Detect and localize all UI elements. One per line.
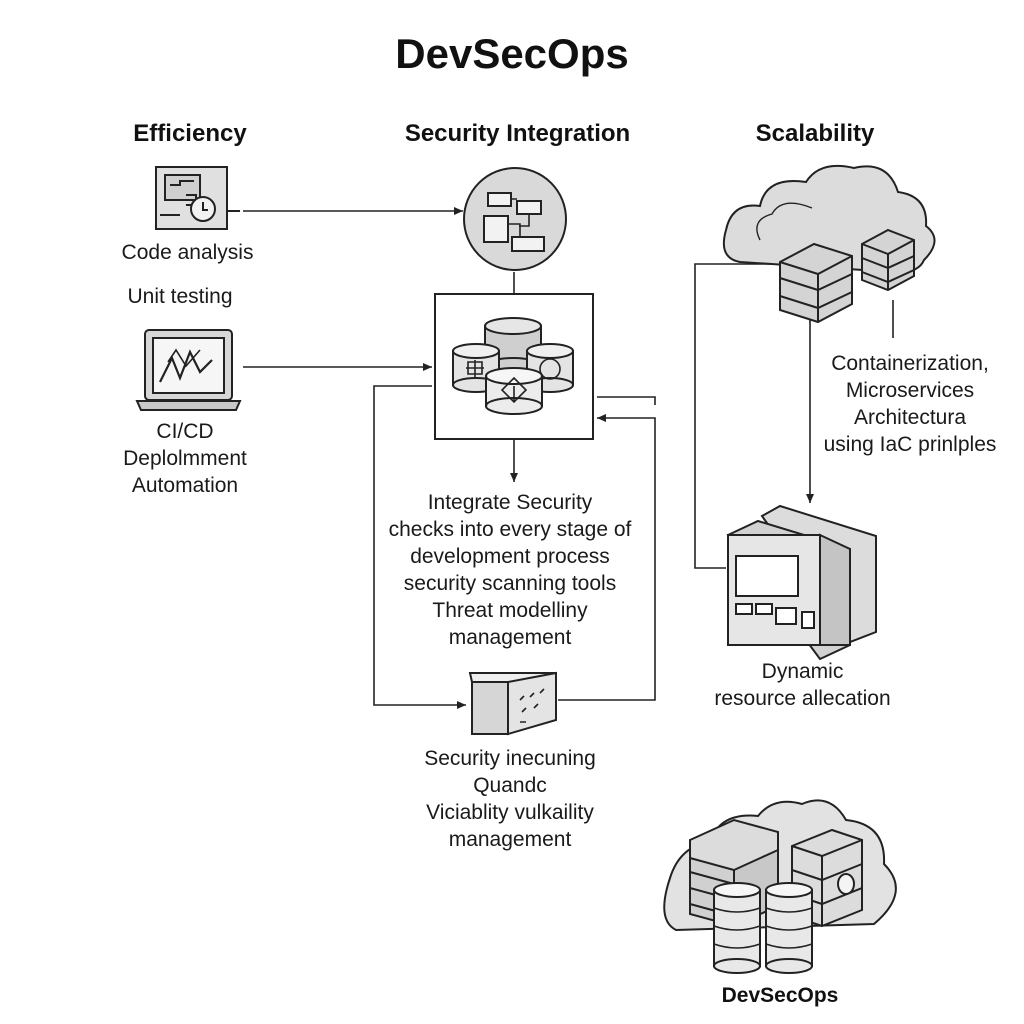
label-cicd: CI/CD Deplolmment Automation	[100, 418, 270, 499]
page-title: DevSecOps	[395, 30, 629, 77]
cloud-servers-icon	[722, 164, 936, 324]
security-description-line: management	[448, 626, 572, 649]
label-unit-testing: Unit testing	[127, 285, 233, 308]
security-bottom-line: Quandc	[473, 774, 547, 797]
security-bottom-line: Viciablity vulkaility	[426, 801, 594, 824]
security-description-line: checks into every stage of	[388, 518, 632, 541]
label-containerization: Containerization, Microservices Architec…	[800, 350, 1020, 458]
security-description-line: Integrate Security	[427, 491, 593, 514]
security-description: Integrate Security checks into every sta…	[360, 489, 660, 651]
label-code-analysis: Code analysis	[121, 241, 254, 264]
label-dynamic-line: Dynamic	[761, 660, 844, 683]
line-right-stub	[597, 396, 656, 405]
line-scalability-left	[694, 263, 776, 569]
label-cicd-line: CI/CD	[156, 420, 214, 443]
column-heading-efficiency: Efficiency	[133, 120, 247, 147]
label-containerization-line: using IaC prinlples	[823, 433, 997, 456]
column-heading-security: Security Integration	[404, 120, 631, 147]
connectors	[243, 207, 894, 709]
label-cicd-line: Deplolmment	[123, 447, 247, 470]
laptop-icon	[135, 329, 242, 411]
security-description-line: security scanning tools	[403, 572, 617, 595]
security-bottom-label: Security inecuning Quandc Viciablity vul…	[385, 745, 635, 853]
arrow-loop-right	[558, 414, 656, 701]
server-rack-icon	[726, 504, 877, 661]
security-databases-icon	[434, 293, 594, 440]
security-bottom-line: management	[448, 828, 572, 851]
arrow-loop-left	[373, 385, 466, 709]
security-description-line: Threat modelliny	[432, 599, 588, 622]
security-box-icon	[468, 671, 557, 736]
label-containerization-line: Microservices	[845, 379, 975, 402]
label-cicd-line: Automation	[131, 474, 239, 497]
footer-title: DevSecOps	[721, 984, 839, 1007]
datacenter-icon	[663, 799, 897, 974]
code-analysis-icon	[155, 166, 240, 230]
label-dynamic-line: resource allecation	[714, 687, 891, 710]
label-dynamic-resource: Dynamic resource allecation	[700, 658, 905, 712]
security-bottom-line: Security inecuning	[424, 747, 596, 770]
column-heading-scalability: Scalability	[755, 120, 875, 147]
flowchart-circle-icon	[463, 167, 567, 271]
security-description-line: development process	[410, 545, 610, 568]
label-containerization-line: Containerization,	[831, 352, 989, 375]
label-containerization-line: Architectura	[853, 406, 967, 429]
